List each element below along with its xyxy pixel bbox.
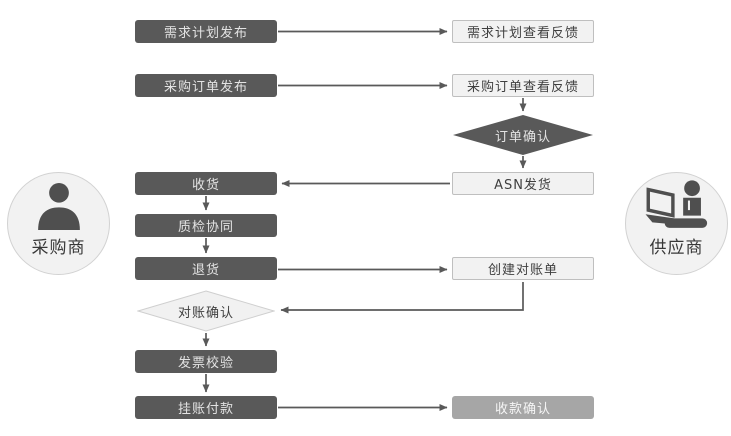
step-purchase-order-publish: 采购订单发布: [135, 74, 277, 97]
person-icon: [8, 180, 109, 230]
decision-diamond-shape: [453, 115, 593, 155]
step-label: 挂账付款: [177, 402, 234, 417]
step-label: 采购订单查看反馈: [466, 80, 579, 95]
step-label: 需求计划发布: [163, 26, 248, 41]
step-booked-payment: 挂账付款: [135, 396, 277, 419]
decision-diamond-shape: [137, 290, 275, 332]
decision-label: 对账确认: [177, 305, 234, 321]
step-label: 发票校验: [177, 356, 234, 371]
decision-reconciliation-confirm: 对账确认: [137, 290, 275, 332]
actor-supplier-label: 供应商: [649, 238, 704, 258]
step-return-goods: 退货: [135, 257, 277, 280]
step-label: 创建对账单: [487, 263, 558, 278]
step-demand-plan-publish: 需求计划发布: [135, 20, 277, 43]
step-label: 收货: [191, 178, 220, 193]
step-label: 采购订单发布: [163, 80, 248, 95]
step-create-reconciliation: 创建对账单: [452, 257, 594, 280]
step-label: 需求计划查看反馈: [466, 26, 579, 41]
step-label: ASN发货: [494, 178, 552, 193]
step-label: 退货: [191, 263, 220, 278]
step-receive-goods: 收货: [135, 172, 277, 195]
step-label: 质检协同: [177, 220, 234, 235]
step-label: 收款确认: [494, 402, 551, 417]
person-laptop-icon: [626, 180, 727, 232]
actor-supplier: 供应商: [625, 172, 728, 275]
actor-buyer-label: 采购商: [31, 238, 86, 258]
arrow-create-recon-to-recon-confirm: [280, 282, 524, 314]
step-quality-inspection-collab: 质检协同: [135, 214, 277, 237]
actor-buyer: 采购商: [7, 172, 110, 275]
decision-order-confirm: 订单确认: [453, 115, 593, 155]
decision-label: 订单确认: [494, 129, 551, 145]
step-demand-plan-view-feedback: 需求计划查看反馈: [452, 20, 594, 43]
step-purchase-order-view-feedback: 采购订单查看反馈: [452, 74, 594, 97]
step-payment-receipt-confirm: 收款确认: [452, 396, 594, 419]
step-asn-shipment: ASN发货: [452, 172, 594, 195]
step-invoice-verification: 发票校验: [135, 350, 277, 373]
